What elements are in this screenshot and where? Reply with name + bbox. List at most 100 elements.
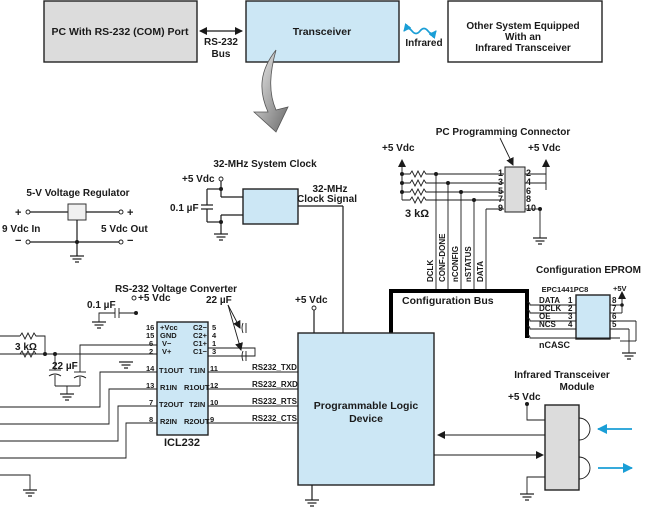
svg-text:5: 5: [612, 320, 617, 329]
expand-arrow-icon: [252, 49, 289, 133]
infrared-wave-icon: [403, 23, 437, 39]
svg-text:6: 6: [612, 312, 617, 321]
clock-supply: +5 Vdc: [182, 174, 215, 185]
config-bus-label: Configuration Bus: [402, 295, 494, 307]
svg-text:8: 8: [149, 415, 153, 424]
eprom-ncasc: nCASC: [539, 340, 570, 350]
svg-text:V−: V−: [162, 339, 172, 348]
converter-cap-left: 22 µF: [52, 361, 78, 372]
svg-text:NCS: NCS: [539, 320, 557, 329]
svg-text:C2+: C2+: [193, 331, 208, 340]
eprom-supply: +5V: [613, 284, 627, 293]
pld-label-2: Device: [349, 413, 383, 425]
signal-data: DATA: [476, 261, 485, 282]
svg-text:8: 8: [526, 194, 531, 204]
svg-text:T1IN: T1IN: [189, 366, 205, 375]
svg-text:4: 4: [212, 331, 217, 340]
regulator-input-label: 9 Vdc In: [2, 224, 40, 235]
svg-text:13: 13: [146, 381, 154, 390]
svg-text:T2OUT: T2OUT: [159, 400, 184, 409]
svg-text:9: 9: [210, 415, 214, 424]
svg-text:14: 14: [146, 364, 155, 373]
svg-text:1: 1: [212, 339, 216, 348]
signal-rs232-cts: RS232_CTS: [252, 414, 298, 423]
ir-module-title-2: Module: [560, 382, 595, 393]
pld-block: [297, 332, 435, 486]
signal-nconfig: nCONFIG: [451, 246, 460, 282]
svg-text:T1OUT: T1OUT: [159, 366, 184, 375]
svg-text:1: 1: [498, 168, 503, 178]
svg-text:2: 2: [568, 304, 573, 313]
pc-connector-header[interactable]: [504, 166, 526, 213]
svg-text:OE: OE: [539, 312, 551, 321]
converter-cap-small: 0.1 µF: [87, 300, 116, 311]
svg-text:R1OUT: R1OUT: [184, 383, 210, 392]
pc-connector-resistor: 3 kΩ: [405, 208, 429, 220]
svg-text:7: 7: [498, 194, 503, 204]
svg-text:10: 10: [210, 398, 218, 407]
svg-text:DCLK: DCLK: [539, 304, 561, 313]
signal-dclk: DCLK: [426, 260, 435, 282]
svg-text:3: 3: [498, 177, 503, 187]
pc-connector-supply-right: +5 Vdc: [528, 143, 561, 154]
svg-text:7: 7: [612, 304, 617, 313]
ir-module-title-1: Infrared Transceiver: [514, 370, 610, 381]
svg-text:16: 16: [146, 323, 154, 332]
svg-text:10: 10: [526, 203, 536, 213]
svg-text:GND: GND: [160, 331, 177, 340]
pld-label-1: Programmable Logic: [314, 400, 419, 412]
other-system-label-1: Other System Equipped: [466, 21, 579, 32]
signal-nstatus: nSTATUS: [464, 246, 473, 282]
signal-rs232-rts: RS232_RTS: [252, 397, 298, 406]
ir-module-supply: +5 Vdc: [508, 392, 541, 403]
eprom-title: Configuration EPROM: [536, 265, 641, 276]
other-system-label-3: Infrared Transceiver: [475, 43, 571, 54]
svg-text:R2OUT: R2OUT: [184, 417, 210, 426]
clock-signal-label-1: 32-MHz: [312, 184, 347, 195]
converter-title: RS-232 Voltage Converter: [115, 284, 237, 295]
svg-text:C1+: C1+: [193, 339, 208, 348]
signal-rs232-rxd: RS232_RXD: [252, 380, 298, 389]
svg-text:12: 12: [210, 381, 218, 390]
svg-text:V+: V+: [162, 347, 172, 356]
ir-module-block: [544, 404, 580, 491]
clock-signal-label-2: Clock Signal: [297, 194, 357, 205]
svg-text:6: 6: [149, 339, 153, 348]
transceiver-label: Transceiver: [293, 26, 351, 38]
svg-text:11: 11: [210, 364, 218, 373]
signal-rs232-txd: RS232_TXD: [252, 363, 297, 372]
svg-text:5: 5: [498, 186, 503, 196]
infrared-label: Infrared: [405, 38, 442, 49]
rs232-bus-label-1: RS-232: [204, 37, 238, 48]
regulator-out-plus: +: [127, 207, 133, 219]
svg-text:4: 4: [568, 320, 573, 329]
rs232-bus-label-2: Bus: [212, 49, 231, 60]
svg-text:8: 8: [612, 296, 617, 305]
clock-cap-label: 0.1 µF: [170, 203, 199, 214]
configuration-bus: [389, 289, 529, 338]
regulator-out-minus: −: [127, 235, 133, 247]
signal-conf-done: CONF-DONE: [438, 233, 447, 282]
pc-block: PC With RS-232 (COM) Port: [43, 0, 198, 63]
svg-text:R1IN: R1IN: [160, 383, 177, 392]
svg-text:2: 2: [149, 347, 153, 356]
svg-text:R2IN: R2IN: [160, 417, 177, 426]
eprom-chip: [575, 294, 611, 340]
svg-text:3: 3: [568, 312, 573, 321]
svg-text:6: 6: [526, 186, 531, 196]
regulator-output-label: 5 Vdc Out: [101, 224, 148, 235]
pc-connector-supply-left: +5 Vdc: [382, 143, 415, 154]
converter-cap-large: 22 µF: [206, 295, 232, 306]
converter-supply: +5 Vdc: [138, 293, 171, 304]
regulator-chip: [67, 203, 87, 221]
svg-text:1: 1: [568, 296, 573, 305]
converter-resistor: 3 kΩ: [15, 342, 37, 353]
clock-oscillator: [242, 188, 299, 225]
svg-text:3: 3: [212, 347, 216, 356]
pld-supply: +5 Vdc: [295, 295, 328, 306]
svg-text:C1−: C1−: [193, 347, 208, 356]
pc-connector-title: PC Programming Connector: [436, 127, 571, 138]
svg-text:7: 7: [149, 398, 153, 407]
svg-text:2: 2: [526, 168, 531, 178]
